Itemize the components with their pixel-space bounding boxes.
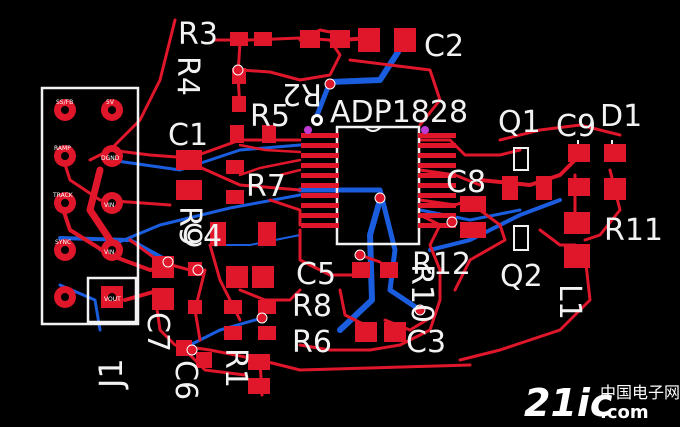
pin-label: SYNC	[55, 239, 71, 246]
label-r4: R4	[170, 56, 205, 96]
label-r6: R6	[292, 325, 332, 360]
chip-outline	[335, 125, 421, 246]
chip-name: ADP1828	[330, 95, 468, 130]
via-marker	[304, 126, 312, 134]
label-r5: R5	[250, 99, 290, 134]
label-c3: C3	[406, 325, 446, 360]
label-c2: C2	[424, 29, 464, 64]
pin-label: SS/FB	[56, 99, 73, 106]
vias	[162, 64, 458, 356]
label-c5: C5	[296, 257, 336, 292]
label-c6: C6	[168, 360, 203, 400]
label-c8: C8	[446, 165, 486, 200]
label-d1: D1	[600, 99, 642, 134]
label-q2: Q2	[500, 259, 543, 294]
chip-pads	[301, 133, 456, 228]
header-pins: SS/FB 5V RAMP DGND TRACK VIN SYNC VIN VO…	[52, 99, 123, 308]
watermark-brand: 21ic	[524, 381, 613, 425]
label-r1: R1	[218, 348, 253, 388]
watermark: 21ic 中国电子网 .com	[524, 381, 680, 425]
label-r12: R12	[412, 247, 471, 282]
label-r3: R3	[178, 17, 218, 52]
label-r9: R9	[172, 206, 207, 246]
pin-label: RAMP	[54, 145, 71, 152]
q2-outline	[513, 225, 529, 251]
label-j1: J1	[92, 358, 130, 390]
watermark-cn: 中国电子网	[600, 383, 680, 402]
label-c9: C9	[556, 109, 596, 144]
via-marker	[421, 126, 429, 134]
watermark-domain: .com	[600, 402, 649, 423]
q1-outline	[513, 147, 529, 171]
label-c4: C4	[182, 219, 222, 254]
label-c7: C7	[140, 312, 175, 352]
label-c1: C1	[168, 118, 208, 153]
designator-labels: R3 R4 R2 C2 R5 C1 ADP1828 Q1 C9 D1 R7 C8…	[92, 17, 663, 400]
label-r7: R7	[246, 169, 286, 204]
label-l1: L1	[552, 284, 587, 320]
label-r2: R2	[282, 76, 322, 111]
label-r10: R10	[404, 264, 439, 323]
pin-label: VOUT	[104, 296, 121, 303]
smd-pads	[152, 28, 626, 394]
pin-label: TRACK	[52, 192, 74, 199]
pin-label: VIN	[104, 249, 114, 256]
pin-label: 5V	[106, 99, 115, 106]
label-r8: R8	[292, 289, 332, 324]
pin-label: VIN	[104, 202, 114, 209]
label-q1: Q1	[498, 105, 541, 140]
label-r11: R11	[604, 213, 663, 248]
header-j1-outline	[40, 86, 140, 326]
header-pin1-marker	[86, 276, 138, 324]
pin-label: DGND	[101, 155, 120, 162]
